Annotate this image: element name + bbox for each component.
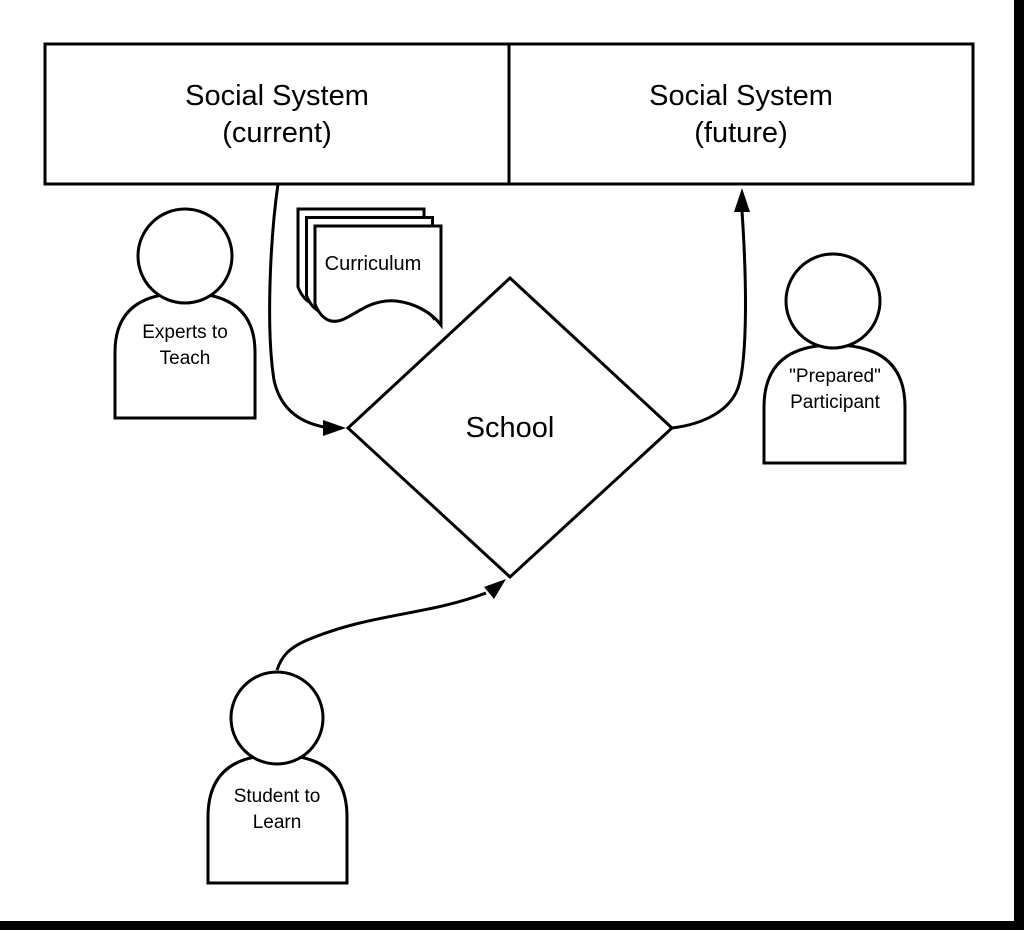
student-label-line1: Student to [234,786,321,807]
school-diamond [345,275,675,580]
social-system-current-label-line2: (current) [222,117,332,149]
arrow-student-to-school [275,579,506,671]
arrow-student-to-school-head [484,579,506,599]
arrow-current-to-school-line [268,183,325,429]
curriculum-page-front [313,224,443,330]
prepared-label-line1: "Prepared" [789,366,881,387]
social-system-future-box [507,42,975,186]
social-system-future-label-line2: (future) [694,117,787,149]
prepared-person-figure: "Prepared" Participant [762,252,907,465]
arrow-current-to-school-head [323,420,346,436]
social-system-current-box [43,42,511,186]
arrow-student-to-school-line [275,591,487,671]
social-system-future-label-line1: Social System [649,80,833,112]
arrow-school-to-future-line [671,210,747,430]
prepared-head [784,252,882,350]
student-label-line2: Learn [253,812,302,833]
student-head [229,670,325,766]
experts-head [136,207,234,305]
experts-label-line1: Experts to [142,322,228,343]
screen-edge-right-bar [1014,0,1024,930]
curriculum-label: Curriculum [325,253,422,275]
arrow-school-to-future-head [734,188,750,212]
screen-edge-bottom-bar [0,921,1024,930]
student-person-figure: Student to Learn [206,670,349,885]
school-label: School [466,412,555,444]
arrow-current-to-school [268,183,346,436]
experts-label-line2: Teach [160,348,211,369]
social-system-current-label-line1: Social System [185,80,369,112]
prepared-label-line2: Participant [790,392,880,413]
experts-person-figure: Experts to Teach [113,207,257,420]
curriculum-document-icon: Curriculum [296,207,443,330]
arrow-school-to-future [671,188,750,430]
